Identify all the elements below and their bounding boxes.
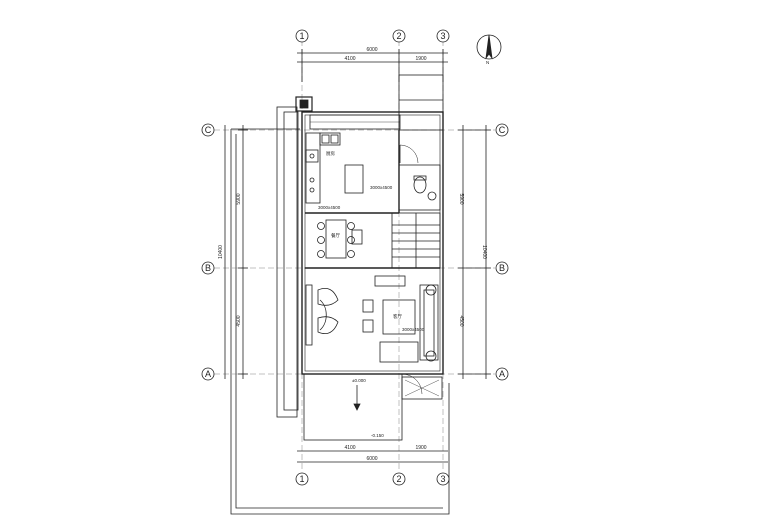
toilet-icon bbox=[413, 176, 427, 194]
room-label-dining: 餐厅 bbox=[331, 232, 340, 239]
grid-bubble-top-3 bbox=[436, 29, 450, 43]
dim-top-seg2: 1900 bbox=[415, 56, 426, 62]
grid-label-top-2: 2 bbox=[396, 31, 401, 41]
grid-bubble-right-C bbox=[495, 123, 509, 137]
dim-left-upper: 5900 bbox=[236, 193, 242, 204]
grid-label-right-A: A bbox=[499, 369, 505, 379]
dim-right-lower: 4500 bbox=[458, 315, 464, 326]
grid-bubble-bottom-3 bbox=[436, 472, 450, 486]
level-front: -0.150 bbox=[371, 433, 384, 438]
dim-top-seg1: 4100 bbox=[344, 56, 355, 62]
grid-bubble-left-B bbox=[201, 261, 215, 275]
entry-door-swing bbox=[401, 373, 423, 395]
room-label-kitchen: 厨房 bbox=[326, 150, 335, 157]
dim-bottom-total: 6000 bbox=[366, 456, 377, 462]
site-boundary bbox=[230, 129, 450, 515]
dim-bottom-seg2: 1900 bbox=[415, 445, 426, 451]
grid-bubble-right-A bbox=[495, 367, 509, 381]
room-note-kitchen: 3000x4500 bbox=[318, 205, 341, 210]
porch-planter bbox=[401, 376, 443, 400]
grid-label-top-3: 3 bbox=[440, 31, 445, 41]
room-size-kitchen: 3000x4500 bbox=[370, 185, 393, 190]
grid-label-right-B: B bbox=[499, 263, 505, 273]
coffee-table bbox=[382, 299, 416, 335]
kitchen-table bbox=[344, 164, 364, 194]
dim-right-total: 10400 bbox=[481, 245, 487, 259]
kitchen-door-swing bbox=[399, 144, 419, 164]
grid-label-bottom-2: 2 bbox=[396, 474, 401, 484]
bathroom bbox=[398, 164, 441, 211]
grid-bubble-left-A bbox=[201, 367, 215, 381]
grid-label-top-1: 1 bbox=[299, 31, 304, 41]
living-tv-unit bbox=[305, 284, 313, 346]
grid-bubble-top-1 bbox=[295, 29, 309, 43]
grid-label-left-A: A bbox=[205, 369, 211, 379]
grid-bubble-bottom-1 bbox=[295, 472, 309, 486]
dim-bottom-seg1: 4100 bbox=[344, 445, 355, 451]
grid-label-left-C: C bbox=[205, 125, 212, 135]
chimney bbox=[295, 96, 313, 112]
grid-bubble-right-B bbox=[495, 261, 509, 275]
north-annex bbox=[398, 74, 444, 131]
room-size-living: 3000x4500 bbox=[402, 327, 425, 332]
grid-bubble-bottom-2 bbox=[392, 472, 406, 486]
grid-bubble-left-C bbox=[201, 123, 215, 137]
round-rug bbox=[319, 299, 327, 331]
compass-label: N bbox=[486, 60, 489, 65]
grid-label-bottom-3: 3 bbox=[440, 474, 445, 484]
upper-terrace bbox=[276, 106, 298, 418]
front-porch bbox=[303, 373, 403, 441]
grid-label-left-B: B bbox=[205, 263, 211, 273]
dim-right-upper: 5900 bbox=[458, 193, 464, 204]
room-label-living: 客厅 bbox=[393, 313, 402, 320]
kitchen-counter bbox=[305, 132, 321, 204]
grid-label-bottom-1: 1 bbox=[299, 474, 304, 484]
dim-left-total: 10400 bbox=[218, 245, 224, 259]
grid-bubble-top-2 bbox=[392, 29, 406, 43]
kitchen-island bbox=[319, 132, 341, 146]
dim-top-total: 6000 bbox=[366, 47, 377, 53]
site-inner-boundary bbox=[235, 134, 443, 509]
dining-table bbox=[325, 219, 347, 259]
compass-arrow-icon bbox=[485, 34, 493, 60]
armchair-icon bbox=[317, 287, 339, 306]
level-entry: ±0.000 bbox=[352, 378, 366, 383]
dim-left-lower: 4500 bbox=[236, 315, 242, 326]
grid-label-right-C: C bbox=[499, 125, 506, 135]
sofa-icon bbox=[419, 284, 439, 361]
